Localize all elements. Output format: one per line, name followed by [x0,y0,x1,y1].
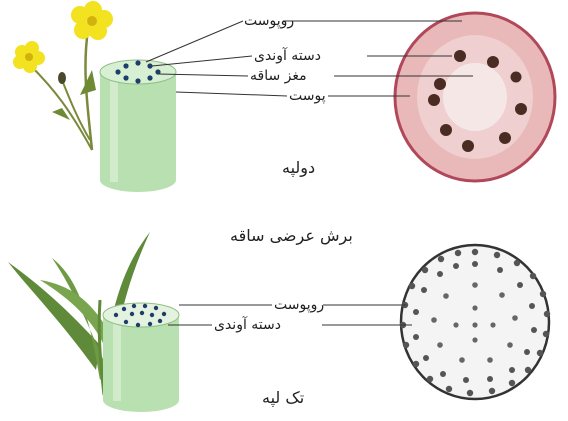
monocot-epidermis-label: روپوست [274,297,324,313]
monocot-stem-cylinder [103,303,179,412]
dicot-pith-label: مغز ساقه [250,68,307,84]
dicot-stem-cylinder [100,60,176,192]
dicot-cortex-label: پوست [289,88,326,104]
monocot-cross-section [400,245,550,399]
dicot-epidermis-label: روپوست [244,13,294,29]
cross-section-caption: برش عرضی ساقه [230,226,353,245]
dicot-cross-section [395,13,555,181]
dicot-flower-small [13,41,45,73]
monocot-vascular-bundle-label: دسته آوندی [214,317,281,333]
dicot-caption: دولپه [282,158,315,177]
dicot-plant-illustration [13,1,113,150]
monocot-caption: تک لپه [262,388,304,407]
dicot-vascular-bundle-label: دسته آوندی [254,48,321,64]
dicot-flower-large [71,1,113,40]
